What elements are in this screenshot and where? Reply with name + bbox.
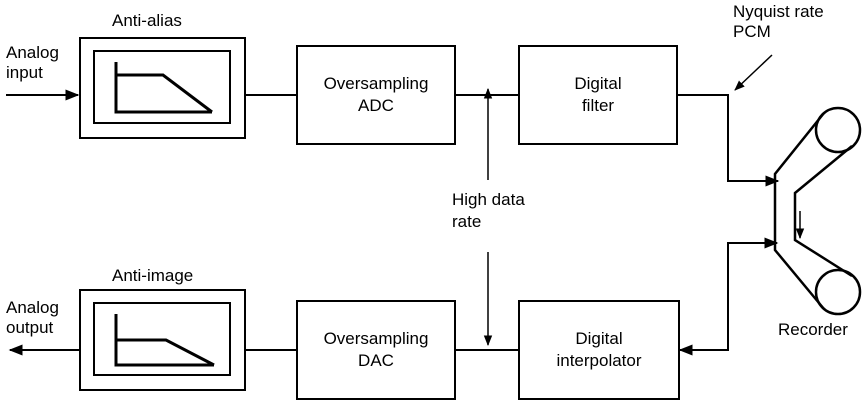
nyquist-pointer-arrow xyxy=(734,54,773,91)
digital-interpolator-line1: Digital xyxy=(575,329,623,348)
anti-alias-response-curve xyxy=(114,62,213,114)
digital-filter-line2: filter xyxy=(581,96,615,115)
anti-image-label: Anti-image xyxy=(112,266,194,285)
wire-filter-recorder xyxy=(678,94,780,187)
oversampling-dac-block: Oversampling DAC xyxy=(296,300,456,400)
digital-filter-block: Digital filter xyxy=(518,45,678,145)
analog-input-label-line2: input xyxy=(6,63,43,82)
oversampling-dac-line2: DAC xyxy=(358,351,394,370)
digital-interpolator-line2: interpolator xyxy=(556,351,642,370)
wire-recorder-interpolator xyxy=(678,237,779,356)
digital-filter-line1: Digital xyxy=(574,74,622,93)
oversampling-dac-line1: Oversampling xyxy=(323,329,429,348)
analog-output-label-line2: output xyxy=(6,318,54,337)
oversampling-adc-block: Oversampling ADC xyxy=(296,45,456,145)
analog-output-label-line1: Analog xyxy=(6,298,59,317)
analog-input-label-line1: Analog xyxy=(6,43,59,62)
high-data-rate-label-line2: rate xyxy=(452,212,482,231)
recorder-icon xyxy=(773,106,862,316)
oversampling-adc-line1: Oversampling xyxy=(323,74,429,93)
nyquist-label-line1: Nyquist rate xyxy=(733,2,824,21)
digital-interpolator-block: Digital interpolator xyxy=(518,300,680,400)
recorder-label: Recorder xyxy=(778,320,848,339)
oversampling-adc-line2: ADC xyxy=(358,96,394,115)
nyquist-label-line2: PCM xyxy=(733,22,771,41)
high-data-rate-label-line1: High data xyxy=(452,190,525,209)
anti-alias-label: Anti-alias xyxy=(112,11,182,30)
anti-image-response-curve xyxy=(114,314,215,367)
